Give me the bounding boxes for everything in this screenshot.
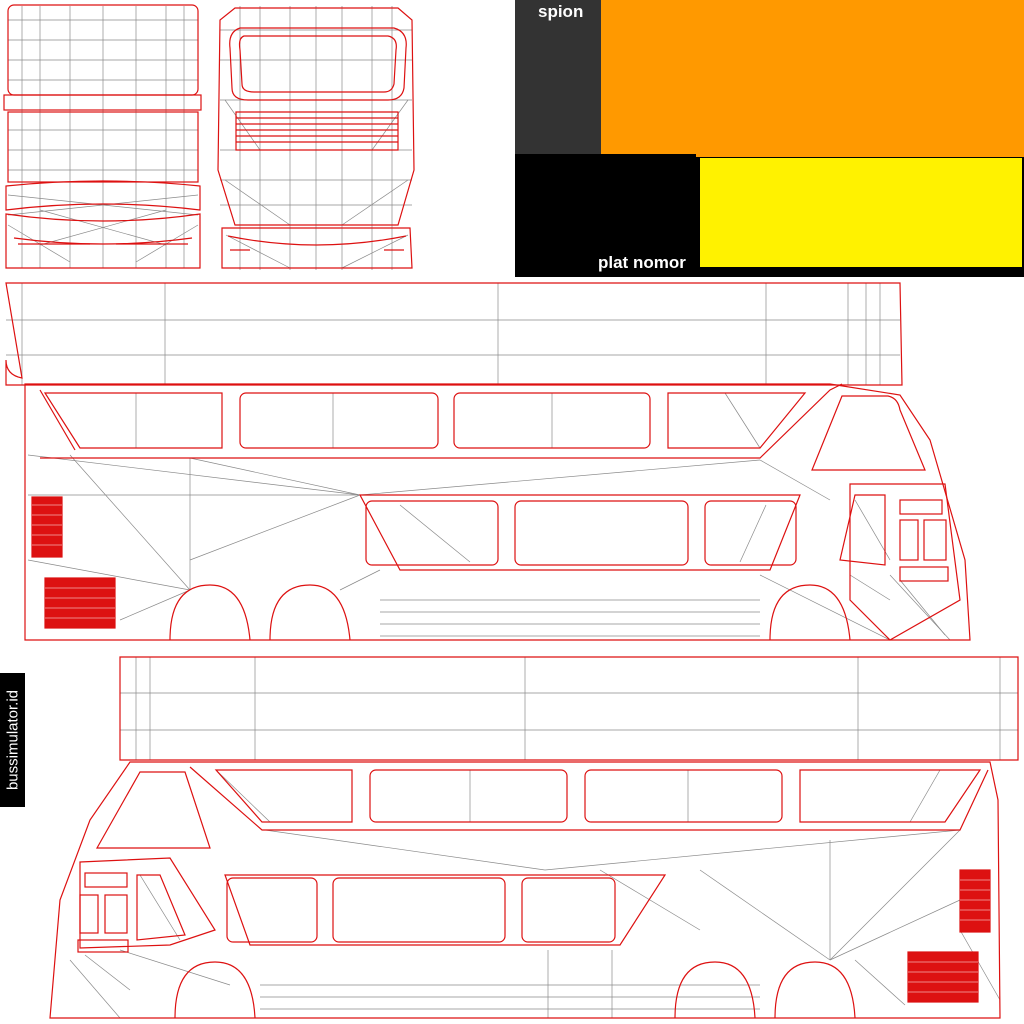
watermark-text: bussimulator.id [4, 689, 21, 791]
watermark-badge: bussimulator.id [0, 673, 25, 807]
mirror-orange-swatch [601, 0, 1024, 157]
bus-left-side-uv [5, 282, 971, 641]
plate-black-swatch [515, 154, 696, 277]
bus-top-view-uv [3, 4, 202, 269]
mirror-label: spion [538, 2, 584, 21]
bus-front-view-uv [217, 6, 415, 270]
license-plate-label: plat nomor [598, 253, 686, 272]
color-swatches [515, 0, 1024, 277]
mirror-dark-swatch [515, 0, 601, 154]
plate-yellow-swatch [700, 158, 1022, 267]
bus-right-side-uv [49, 656, 1019, 1019]
